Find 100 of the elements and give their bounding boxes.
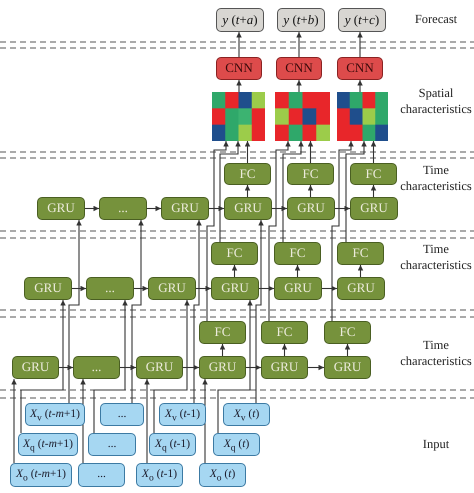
input-box: X$_{o}$ (t-m+1) bbox=[10, 463, 72, 487]
gru-box: GRU bbox=[37, 197, 85, 220]
gru-box: GRU bbox=[274, 277, 322, 300]
arrow bbox=[259, 286, 274, 292]
arrow bbox=[68, 220, 82, 403]
input-box: X$_{q}$ (t-1) bbox=[149, 433, 196, 456]
arrow bbox=[236, 32, 242, 57]
arrow bbox=[196, 286, 211, 292]
band-label: Forecast bbox=[414, 12, 458, 28]
output-box: y (t+b) bbox=[277, 8, 325, 32]
cnn-box: CNN bbox=[276, 57, 322, 80]
arrow bbox=[85, 206, 99, 212]
gru-box: GRU bbox=[350, 197, 398, 220]
gru-box: GRU bbox=[224, 197, 272, 220]
gru-box: GRU bbox=[148, 277, 196, 300]
arrow bbox=[59, 364, 73, 370]
fc-box: FC bbox=[337, 242, 384, 265]
arrow bbox=[120, 364, 136, 370]
arrow bbox=[308, 185, 314, 197]
gru-box: ... bbox=[73, 356, 120, 379]
fc-box: FC bbox=[274, 242, 321, 265]
output-box: y (t+a) bbox=[216, 8, 264, 32]
arrow bbox=[144, 379, 150, 463]
output-box: y (t+c) bbox=[338, 8, 386, 32]
input-box: ... bbox=[88, 433, 136, 456]
arrow bbox=[11, 379, 17, 463]
gru-box: GRU bbox=[211, 277, 259, 300]
arrow bbox=[331, 141, 354, 321]
arrow bbox=[296, 32, 302, 57]
arrow bbox=[335, 206, 350, 212]
arrow bbox=[244, 141, 250, 163]
picture bbox=[275, 92, 330, 141]
gru-box: GRU bbox=[261, 356, 308, 379]
input-box: X$_{o}$ (t) bbox=[199, 463, 246, 487]
arrow bbox=[358, 265, 364, 277]
gru-box: GRU bbox=[324, 356, 371, 379]
gru-box: ... bbox=[99, 197, 147, 220]
arrow bbox=[206, 141, 229, 321]
arrow bbox=[282, 141, 304, 242]
input-box: X$_{q}$ (t) bbox=[213, 433, 260, 456]
arrow bbox=[357, 32, 363, 57]
fc-box: FC bbox=[224, 163, 271, 185]
input-box: X$_{o}$ (t-1) bbox=[136, 463, 183, 487]
arrow bbox=[131, 220, 144, 403]
cnn-box: CNN bbox=[337, 57, 383, 80]
arrow bbox=[322, 286, 337, 292]
band-label: Time characteristics bbox=[399, 163, 473, 194]
cnn-box: CNN bbox=[216, 57, 262, 80]
arrow bbox=[183, 364, 199, 370]
fc-box: FC bbox=[324, 321, 371, 344]
arrow bbox=[147, 206, 161, 212]
input-box: X$_{v}$ (t) bbox=[223, 403, 270, 426]
fc-box: FC bbox=[287, 163, 334, 185]
arrow bbox=[134, 286, 148, 292]
arrow bbox=[370, 185, 376, 197]
arrow bbox=[153, 300, 190, 433]
arrow bbox=[72, 286, 86, 292]
picture bbox=[212, 92, 265, 141]
fc-box: FC bbox=[350, 163, 397, 185]
gru-box: GRU bbox=[287, 197, 335, 220]
input-box: X$_{q}$ (t-m+1) bbox=[18, 433, 78, 456]
arrow bbox=[268, 141, 291, 321]
gru-box: GRU bbox=[199, 356, 246, 379]
arrow bbox=[244, 185, 250, 197]
band-label: Time characteristics bbox=[399, 338, 473, 370]
arrow bbox=[344, 344, 350, 356]
gru-box: GRU bbox=[337, 277, 385, 300]
arrow bbox=[294, 265, 300, 277]
band-label: Time characteristics bbox=[399, 242, 473, 274]
arrow bbox=[308, 364, 324, 370]
arrow bbox=[345, 141, 367, 242]
arrow bbox=[217, 300, 253, 433]
arrow bbox=[20, 300, 66, 433]
arrow bbox=[193, 220, 202, 403]
arrow bbox=[308, 141, 314, 163]
arrow bbox=[272, 206, 287, 212]
input-box: ... bbox=[78, 463, 125, 487]
arrow bbox=[232, 265, 238, 277]
band-label: Spatial characteristics bbox=[399, 86, 473, 118]
gru-box: GRU bbox=[24, 277, 72, 300]
picture bbox=[337, 92, 388, 141]
arrow bbox=[236, 80, 242, 92]
gru-box: GRU bbox=[136, 356, 183, 379]
fc-box: FC bbox=[261, 321, 308, 344]
arrow bbox=[296, 80, 302, 92]
gru-box: GRU bbox=[12, 356, 59, 379]
arrow bbox=[282, 344, 288, 356]
arrow bbox=[209, 206, 224, 212]
arrow bbox=[246, 364, 261, 370]
input-box: ... bbox=[100, 403, 144, 426]
arrow bbox=[370, 141, 376, 163]
arrow bbox=[255, 220, 264, 403]
arrow bbox=[219, 141, 241, 242]
gru-box: ... bbox=[86, 277, 134, 300]
band-label: Input bbox=[422, 437, 450, 453]
arrow bbox=[220, 344, 226, 356]
fc-box: FC bbox=[199, 321, 246, 344]
fc-box: FC bbox=[211, 242, 258, 265]
input-box: X$_{v}$ (t-m+1) bbox=[25, 403, 85, 426]
input-box: X$_{v}$ (t-1) bbox=[159, 403, 206, 426]
